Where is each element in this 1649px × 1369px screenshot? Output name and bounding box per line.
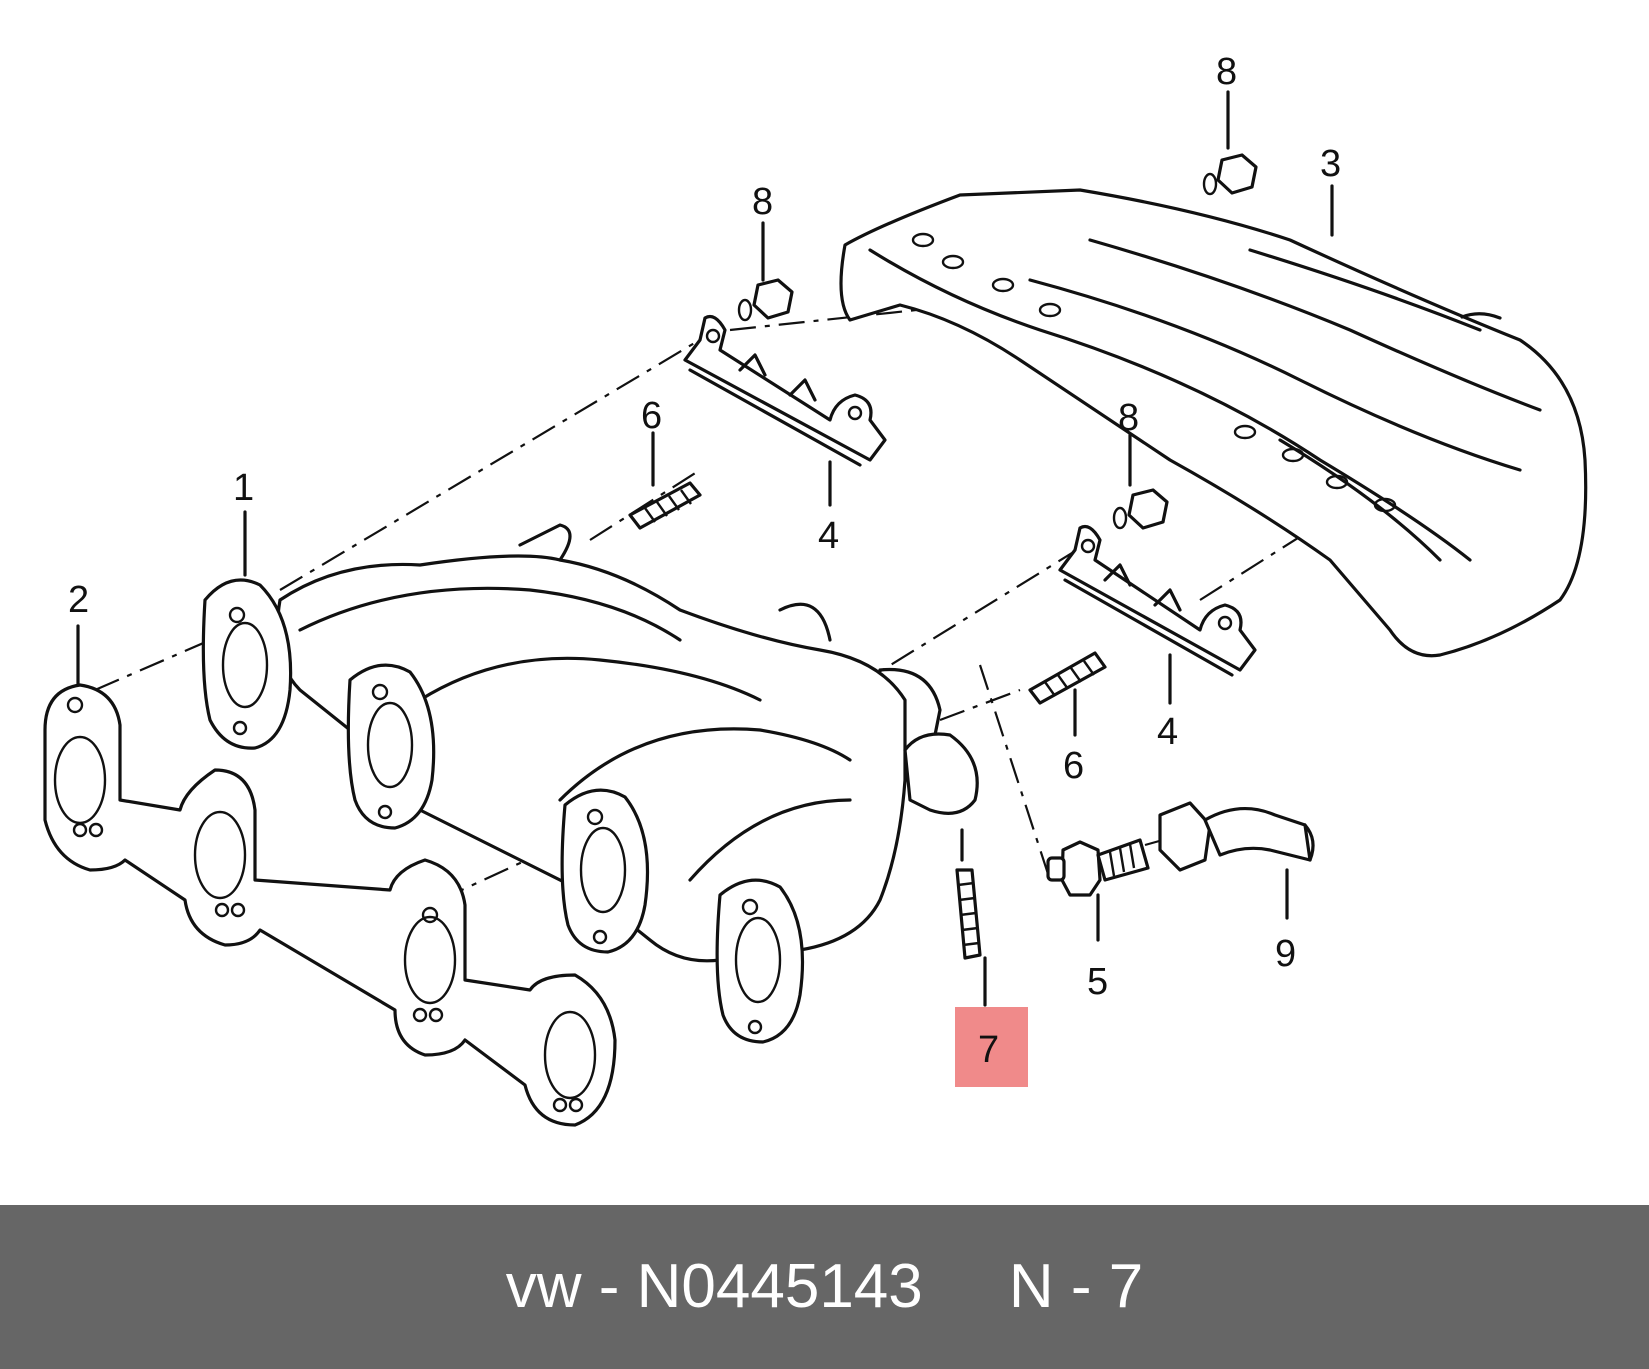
part-1-exhaust-manifold (201, 523, 979, 1044)
part-number-label: vw - N0445143 N - 7 (505, 1252, 1144, 1321)
part-4-bracket-lower (1058, 524, 1257, 677)
part-8-nut-top (1202, 153, 1258, 196)
callout-8-top: 8 (1216, 51, 1237, 93)
part-8-nut-upper-left (737, 278, 794, 322)
part-4-bracket-upper (683, 314, 887, 467)
part-8-nut-right (1112, 488, 1169, 530)
part-6-stud-upper (628, 481, 702, 530)
part-number-footer: vw - N0445143 N - 7 (0, 1205, 1649, 1369)
callout-6-upper: 6 (641, 395, 662, 437)
callout-1: 1 (233, 467, 254, 509)
callout-4-upper: 4 (818, 515, 839, 557)
callout-7: 7 (978, 1029, 999, 1071)
part-6-stud-lower (1028, 651, 1107, 705)
callout-6-lower: 6 (1063, 745, 1084, 787)
exhaust-manifold-exploded-diagram: 1 2 3 4 4 5 6 6 7 8 8 8 9 (43, 51, 1588, 1127)
callout-4-lower: 4 (1157, 711, 1178, 753)
callout-2: 2 (68, 579, 89, 621)
part-7-stud (955, 828, 982, 960)
part-9-connector (1158, 801, 1315, 872)
callout-8-right: 8 (1118, 397, 1139, 439)
part-3-heat-shield (839, 188, 1588, 658)
highlight-box-part-7 (955, 1007, 1028, 1087)
leader-lines (76, 90, 1334, 1007)
callout-9: 9 (1275, 933, 1296, 975)
callout-8-left: 8 (752, 181, 773, 223)
part-2-manifold-gasket (43, 683, 617, 1127)
callout-3: 3 (1320, 143, 1341, 185)
part-5-sensor (1046, 838, 1150, 897)
callout-5: 5 (1087, 961, 1108, 1003)
